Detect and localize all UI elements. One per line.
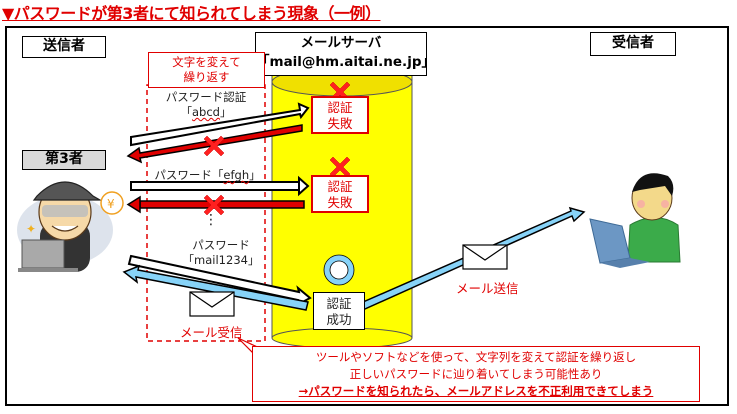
repeat-note: 文字を変えて 繰り返す bbox=[148, 52, 265, 88]
attempt-3-label-line1: パスワード bbox=[192, 238, 250, 252]
auth-failed-box-1: 認証失敗 bbox=[311, 96, 369, 134]
attempt-3-password: mail1234 bbox=[194, 253, 248, 267]
attempt-1-password-line: 「abcd」 bbox=[180, 105, 232, 119]
attempt-1-label-line1: パスワード認証 bbox=[165, 90, 247, 104]
yen-thought-bubble-icon: ¥ bbox=[100, 191, 124, 215]
svg-text:¥: ¥ bbox=[107, 197, 115, 211]
mail-server-address: 「mail@hm.aitai.ne.jp」 bbox=[256, 54, 435, 70]
fail-x-icon bbox=[203, 194, 225, 216]
mail-server-name: メールサーバ bbox=[300, 35, 382, 51]
attempt-2-reject-arrow bbox=[126, 195, 305, 214]
diagram-frame bbox=[5, 26, 729, 406]
ellipsis: ⋮ bbox=[204, 212, 218, 228]
attempt-3-label: パスワード 「mail1234」 bbox=[176, 238, 266, 268]
mail-receive-label: メール受信 bbox=[180, 325, 243, 340]
auth-success-box: 認証成功 bbox=[313, 292, 365, 330]
callout-line1: ツールやソフトなどを使って、文字列を変えて認証を繰り返し bbox=[315, 350, 637, 364]
attempt-2-request-arrow bbox=[130, 175, 310, 197]
success-circle-icon bbox=[324, 255, 354, 285]
fail-x-icon bbox=[329, 156, 351, 178]
envelope-icon bbox=[462, 244, 508, 270]
warning-callout: ツールやソフトなどを使って、文字列を変えて認証を繰り返し 正しいパスワードに辿り… bbox=[252, 346, 700, 402]
attempt-3-password-line: 「mail1234」 bbox=[182, 253, 260, 267]
fail-x-icon bbox=[203, 135, 225, 157]
attempt-3-success-arrow bbox=[122, 264, 309, 311]
third-party-label: 第3者 bbox=[22, 150, 106, 170]
attempt-1-request-arrow bbox=[130, 102, 310, 147]
mail-server-label: メールサーバ 「mail@hm.aitai.ne.jp」 bbox=[255, 32, 435, 76]
attempt-2-label: パスワード「efgh」 bbox=[154, 168, 261, 182]
repeat-note-line1: 文字を変えて bbox=[172, 55, 241, 69]
auth-failed-box-2: 認証失敗 bbox=[311, 175, 369, 213]
callout-line2: 正しいパスワードに辿り着いてしまう可能性あり bbox=[349, 367, 603, 381]
receiver-illustration bbox=[589, 173, 681, 268]
receiver-label: 受信者 bbox=[590, 32, 676, 56]
mail-send-label: メール送信 bbox=[456, 281, 519, 296]
attempt-1-label: パスワード認証 「abcd」 bbox=[150, 90, 262, 120]
attempt-2-password: efgh bbox=[223, 168, 250, 182]
sender-label: 送信者 bbox=[22, 36, 106, 58]
sparkle-icon: ✦ bbox=[26, 222, 36, 236]
attacker-illustration: ✦ bbox=[17, 181, 113, 272]
attempt-1-password: abcd bbox=[192, 105, 220, 119]
repeat-note-line2: 繰り返す bbox=[183, 70, 230, 84]
page-title: ▼パスワードが第3者にて知られてしまう現象（一例） bbox=[2, 4, 381, 23]
envelope-icon bbox=[189, 291, 235, 317]
callout-conclusion: →パスワードを知られたら、メールアドレスを不正利用できてしまう bbox=[298, 384, 654, 398]
